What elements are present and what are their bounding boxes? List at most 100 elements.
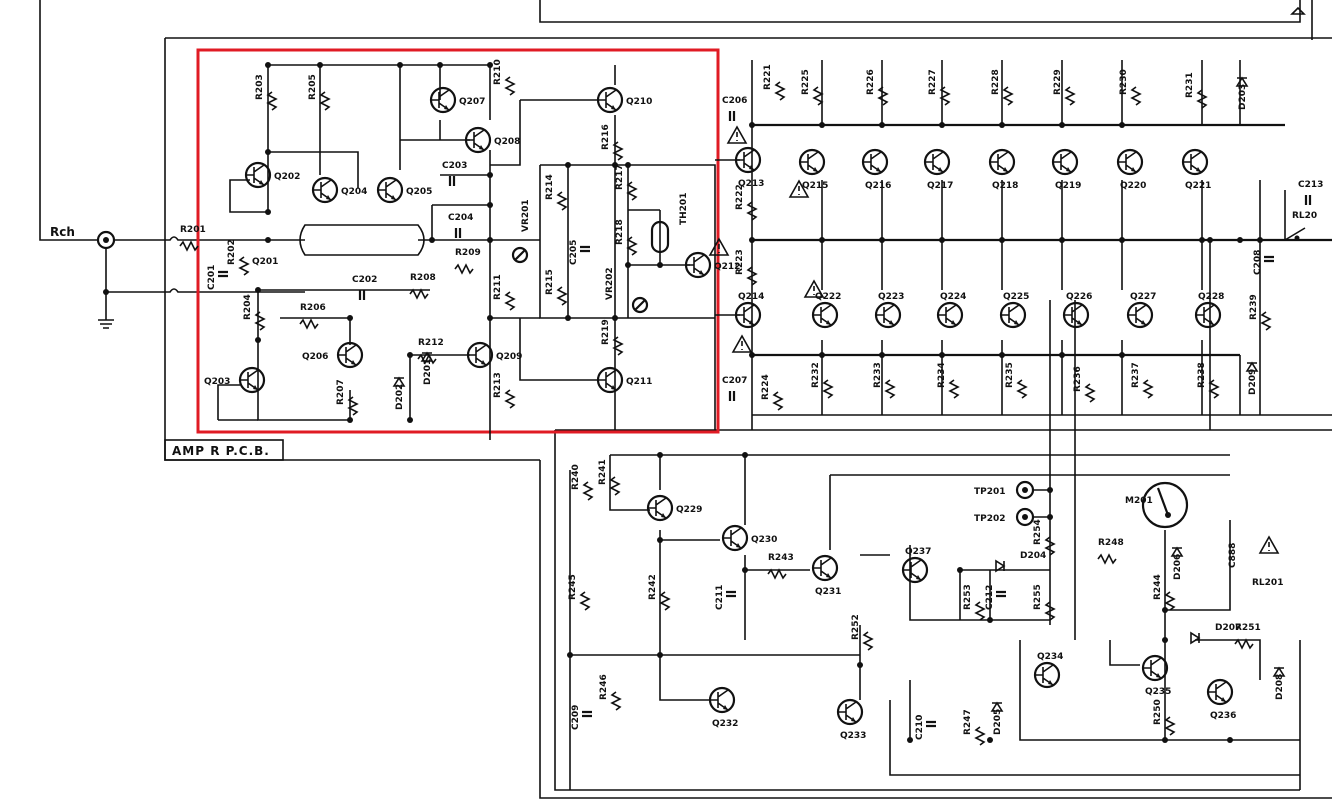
resistor-r211-label: R211 xyxy=(493,274,503,300)
transistor-q223 xyxy=(874,301,902,329)
transistor-q205-label: Q205 xyxy=(406,187,432,197)
resistor-r206 xyxy=(299,318,319,330)
resistor-r208 xyxy=(409,288,429,300)
preset-pots xyxy=(511,246,649,314)
resistor-r254-label: R254 xyxy=(1033,519,1043,545)
resistor-r218 xyxy=(626,236,638,256)
diode-d206 xyxy=(1170,546,1184,557)
resistor-r214 xyxy=(556,191,568,211)
resistor-r254 xyxy=(1044,536,1056,556)
resistor-r213-label: R213 xyxy=(493,372,503,398)
resistor-r232 xyxy=(822,379,834,399)
capacitor-c203-label: C203 xyxy=(442,161,467,171)
transistor-q225 xyxy=(999,301,1027,329)
resistor-r244-label: R244 xyxy=(1153,574,1163,600)
resistor-r245 xyxy=(579,591,591,611)
resistor-r233 xyxy=(884,379,896,399)
resistor-r250 xyxy=(1164,716,1176,736)
resistor-r205-label: R205 xyxy=(308,74,318,100)
transistor-q201-label: Q201 xyxy=(252,257,278,267)
resistor-r240 xyxy=(582,481,594,501)
resistor-r252 xyxy=(862,631,874,651)
transistor-q230 xyxy=(721,524,749,552)
diode-d203 xyxy=(1235,76,1249,87)
resistor-r235 xyxy=(1016,379,1028,399)
diode-d201 xyxy=(420,351,434,362)
component-vr202-label: VR202 xyxy=(605,267,615,300)
capacitor-c207-label: C207 xyxy=(722,376,747,386)
resistor-r255 xyxy=(1044,601,1056,621)
transistor-q234-label: Q234 xyxy=(1037,652,1063,662)
diode-d207 xyxy=(1190,631,1201,645)
resistor-r226 xyxy=(877,86,889,106)
resistor-r228-label: R228 xyxy=(991,69,1001,95)
transistor-q210 xyxy=(596,86,624,114)
transistor-q211-label: Q211 xyxy=(626,377,652,387)
transistor-q202 xyxy=(244,161,272,189)
resistor-r202-label: R202 xyxy=(227,239,237,265)
resistor-r250-label: R250 xyxy=(1153,699,1163,725)
transistor-q217-label: Q217 xyxy=(927,181,953,191)
resistor-r208-label: R208 xyxy=(410,273,436,283)
resistor-r216 xyxy=(612,141,624,161)
transistor-q214-label: Q214 xyxy=(738,292,764,302)
resistor-r241 xyxy=(609,476,621,496)
resistor-r235-label: R235 xyxy=(1005,362,1015,388)
transistor-q222 xyxy=(811,301,839,329)
transistor-q216-label: Q216 xyxy=(865,181,891,191)
resistor-r253-label: R253 xyxy=(963,584,973,610)
resistor-r248-label: R248 xyxy=(1098,538,1124,548)
resistor-r219 xyxy=(612,336,624,356)
resistor-r212 xyxy=(417,353,437,365)
resistor-r240-label: R240 xyxy=(571,464,581,490)
resistor-r251 xyxy=(1234,638,1254,650)
resistor-r209-label: R209 xyxy=(455,248,481,258)
diode-d203-label: D203 xyxy=(1238,84,1248,110)
transistor-q213 xyxy=(734,146,762,174)
junctions xyxy=(255,62,1263,743)
transistor-q220-label: Q220 xyxy=(1120,181,1146,191)
capacitor-c213 xyxy=(1304,195,1312,205)
resistor-r216-label: R216 xyxy=(601,124,611,150)
pcb-label: AMP R P.C.B. xyxy=(172,444,270,458)
resistor-r245-label: R245 xyxy=(568,574,578,600)
resistor-r227 xyxy=(939,86,951,106)
transistor-q212 xyxy=(684,251,712,279)
capacitor-c205 xyxy=(580,245,590,253)
resistor-r246-label: R246 xyxy=(599,674,609,700)
capacitor-c209 xyxy=(582,710,592,718)
diode-d202 xyxy=(392,376,406,387)
transistor-q215 xyxy=(798,148,826,176)
transistor-q219 xyxy=(1051,148,1079,176)
transistor-q204 xyxy=(311,176,339,204)
resistor-r237 xyxy=(1142,379,1154,399)
resistor-r205 xyxy=(319,91,331,111)
diode-d209-label: D209 xyxy=(1248,369,1258,395)
resistor-r201 xyxy=(179,240,199,252)
transistor-q218-label: Q218 xyxy=(992,181,1018,191)
resistor-r247-label: R247 xyxy=(963,709,973,735)
transistor-q226-label: Q226 xyxy=(1066,292,1092,302)
resistor-r206-label: R206 xyxy=(300,303,326,313)
capacitor-c212-label: C212 xyxy=(985,585,995,610)
resistor-r242 xyxy=(659,591,671,611)
transistor-q209 xyxy=(466,341,494,369)
resistor-r221-label: R221 xyxy=(763,64,773,90)
capacitor-c202 xyxy=(358,290,366,300)
component-m201-label: M201 xyxy=(1125,496,1153,506)
component-rl201-label: RL201 xyxy=(1252,578,1283,588)
diode-d208-label: D208 xyxy=(1275,674,1285,700)
capacitor-c212 xyxy=(996,590,1006,598)
transistor-q236-label: Q236 xyxy=(1210,711,1236,721)
resistor-r244 xyxy=(1164,591,1176,611)
resistor-r201-label: R201 xyxy=(180,225,206,235)
pcb-label-box: AMP R P.C.B. xyxy=(164,439,284,461)
resistor-r230-label: R230 xyxy=(1119,69,1129,95)
transistor-q231-label: Q231 xyxy=(815,587,841,597)
resistor-r217-label: R217 xyxy=(615,164,625,190)
resistor-r229 xyxy=(1064,86,1076,106)
resistor-r212-label: R212 xyxy=(418,338,444,348)
